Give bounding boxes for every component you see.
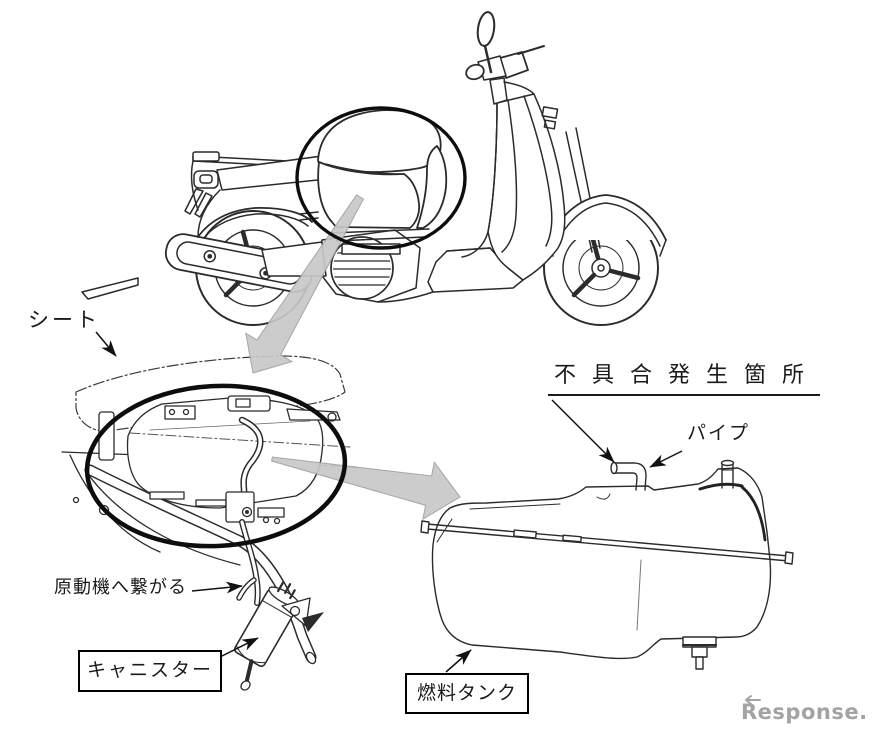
filler-neck: [698, 459, 767, 542]
vent-hose: [225, 416, 264, 606]
tank-flange: [420, 520, 794, 565]
detail-fuel-tank: [98, 395, 351, 525]
pipe-label: パイプ: [687, 423, 751, 444]
fuel-tank-label-box: 燃料タンク: [405, 673, 529, 714]
underseat-detail-drawing: [61, 355, 361, 691]
canister-label: キャニスター: [86, 660, 213, 682]
seat-callout-arrow: [95, 331, 117, 357]
bottom-fitting: [682, 636, 717, 670]
mirror-stalk: [483, 44, 493, 74]
canister-callout-arrow: [217, 637, 259, 659]
scooter-overview-drawing: [81, 11, 667, 326]
front-apron: [461, 93, 566, 281]
canister-bracket: [281, 597, 324, 632]
watermark-logo-arrow-icon: [745, 695, 761, 705]
seat-label: シート: [28, 308, 100, 332]
canister: [233, 581, 300, 691]
detail-highlight-ellipse: [84, 383, 348, 549]
handlebar-assembly: [465, 11, 545, 105]
engine-link-callout-arrow: [191, 581, 243, 594]
mirror: [476, 11, 496, 47]
zoom-arrow-to-detail: [245, 194, 365, 374]
seat-highlight-ellipse: [295, 106, 467, 250]
front-fork-and-fender: [547, 127, 667, 257]
canister-label-box: キャニスター: [78, 650, 222, 692]
fuel-tank-drawing: [420, 459, 794, 670]
fuel-tank-callout-arrow: [445, 649, 472, 673]
fuel-tank-label: 燃料タンク: [416, 682, 517, 704]
defect-callout-arrow: [551, 399, 615, 463]
defect-location-heading: 不具合発生箇所: [548, 362, 821, 397]
tank-outline: [431, 467, 772, 660]
zoom-arrow-to-tank: [271, 456, 461, 521]
engine-link-label: 原動機へ繋がる: [54, 577, 187, 597]
pipe-callout-arrow: [649, 450, 683, 468]
callout-arrows: [95, 331, 683, 673]
seat: [299, 109, 448, 255]
side-stand: [81, 277, 139, 300]
response-watermark: Response.: [741, 700, 868, 724]
